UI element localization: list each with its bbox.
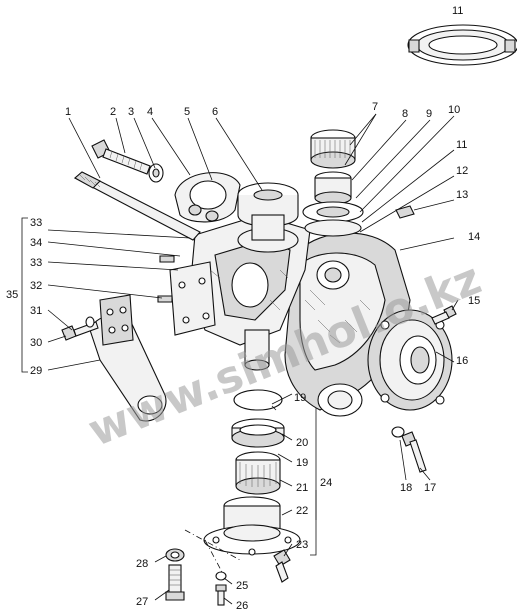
callout-33-lower: 33	[30, 257, 42, 269]
callout-35: 35	[6, 289, 18, 301]
bracket-35	[21, 217, 28, 373]
part-6-bearing-cap	[237, 182, 299, 253]
callout-11: 11	[456, 139, 467, 151]
callout-11-inset: 11	[452, 5, 463, 17]
vertical-shaft	[244, 329, 270, 371]
callout-9: 9	[426, 108, 432, 120]
part-13-key	[395, 205, 415, 219]
callout-8: 8	[402, 108, 408, 120]
callout-3: 3	[128, 106, 134, 118]
callout-24: 24	[320, 477, 332, 489]
steering-knuckle-housing	[284, 232, 411, 417]
part-19-snap-ring	[233, 389, 283, 411]
callout-13: 13	[456, 189, 468, 201]
part-25-washer	[215, 571, 227, 581]
callout-15: 15	[468, 295, 480, 307]
callout-1: 1	[65, 106, 71, 118]
callout-6: 6	[212, 106, 218, 118]
callout-17: 17	[424, 482, 436, 494]
callout-28: 28	[136, 558, 148, 570]
callout-2: 2	[110, 106, 116, 118]
callout-18: 18	[400, 482, 412, 494]
callout-30: 30	[30, 337, 42, 349]
part-5-clamp-collar	[174, 172, 241, 223]
bracket-24	[310, 408, 317, 556]
part-28-nut	[165, 548, 185, 562]
part-22-flanged-bushing	[203, 496, 301, 556]
callout-32: 32	[30, 280, 42, 292]
part-15-bolt	[431, 305, 457, 325]
part-16-flange-hub	[367, 309, 453, 411]
callout-5: 5	[184, 106, 190, 118]
callout-16: 16	[456, 355, 468, 367]
bearing-stack-7-10	[302, 129, 364, 237]
callout-14: 14	[468, 231, 480, 243]
callout-4: 4	[147, 106, 153, 118]
callout-10: 10	[448, 104, 460, 116]
part-1-splined-shaft	[74, 171, 201, 241]
callout-27: 27	[136, 596, 148, 608]
callout-labels: 1 2 3 4 5 6 7 8 9 10 11 11 12 13 14 15 1…	[6, 5, 480, 612]
callout-31: 31	[30, 305, 42, 317]
part-21-needle-bearing	[235, 451, 281, 495]
callout-21: 21	[296, 482, 308, 494]
callout-22: 22	[296, 505, 308, 517]
part-2-bolt	[91, 139, 151, 175]
assembly-axes	[184, 529, 241, 573]
part-23-grease-fitting	[273, 549, 291, 583]
leader-lines	[47, 113, 459, 605]
part-11-bearing-inset	[407, 24, 517, 66]
part-3-nut	[148, 163, 164, 183]
callout-34: 34	[30, 237, 42, 249]
callout-33-upper: 33	[30, 217, 42, 229]
side-cover	[157, 255, 216, 336]
part-29-steering-arm	[89, 294, 167, 422]
callout-29: 29	[30, 365, 42, 377]
part-27-bolt	[165, 564, 185, 601]
callout-26: 26	[236, 600, 248, 612]
callout-20: 20	[296, 437, 308, 449]
callout-19-lower: 19	[296, 457, 308, 469]
callout-23: 23	[296, 539, 308, 551]
part-17-bolt	[391, 426, 427, 473]
callout-12: 12	[456, 165, 468, 177]
callout-7: 7	[372, 101, 378, 113]
callout-25: 25	[236, 580, 248, 592]
callout-19-top: 19	[294, 392, 306, 404]
part-26-bolt	[215, 584, 227, 606]
part-20-bearing-ring	[231, 418, 285, 448]
